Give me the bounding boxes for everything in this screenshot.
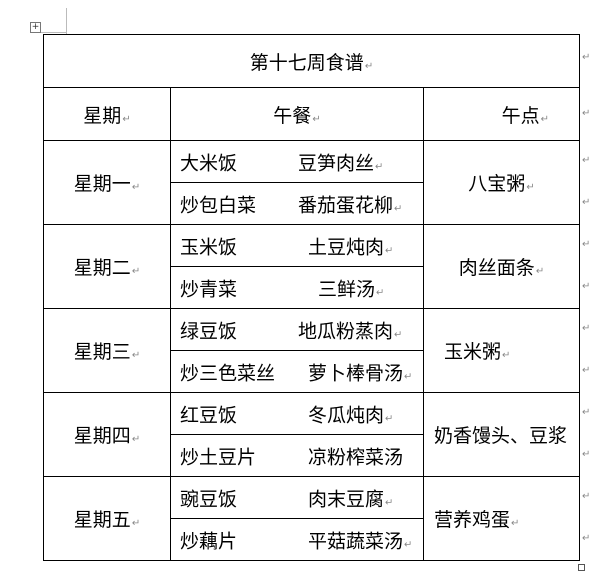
cell-end-mark-icon: ↵ <box>540 113 549 125</box>
header-day[interactable]: 星期↵ <box>43 87 171 141</box>
row-end-mark-icon: ↵ <box>582 155 591 166</box>
row-end-mark-icon: ↵ <box>582 449 591 460</box>
side-dish: 炒三色菜丝 <box>180 362 276 384</box>
side-dish: 炒土豆片 <box>180 446 257 468</box>
row-end-mark-icon: ↵ <box>582 239 591 250</box>
staple-dish: 绿豆饭 <box>180 320 238 342</box>
row-end-mark-icon: ↵ <box>582 533 591 544</box>
cell-end-mark-icon: ↵ <box>404 371 413 382</box>
header-snack[interactable]: 午点↵ <box>423 87 580 141</box>
lunch-cell[interactable]: 玉米饭 土豆炖肉↵ <box>170 224 424 267</box>
cell-end-mark-icon: ↵ <box>364 60 374 72</box>
lunch-cell[interactable]: 炒三色菜丝 萝卜棒骨汤↵ <box>170 350 424 393</box>
lunch-cell[interactable]: 炒包白菜 番茄蛋花柳↵ <box>170 182 424 225</box>
margin-guide-horizontal <box>41 32 67 33</box>
soup-dish: 平菇蔬菜汤↵ <box>308 530 413 552</box>
lunch-cell[interactable]: 大米饭 豆笋肉丝↵ <box>170 140 424 183</box>
main-dish: 豆笋肉丝↵ <box>298 152 384 174</box>
lunch-cell[interactable]: 炒土豆片 凉粉榨菜汤 <box>170 434 424 477</box>
cell-end-mark-icon: ↵ <box>511 518 520 529</box>
staple-dish: 红豆饭 <box>180 404 238 426</box>
snack-cell[interactable]: 八宝粥↵ <box>423 140 580 225</box>
header-lunch[interactable]: 午餐↵ <box>170 87 424 141</box>
menu-table: 第十七周食谱↵ 星期↵ 午餐↵ 午点↵ 星期一↵ 大米饭 豆笋肉丝↵ 八宝粥↵ … <box>43 34 580 561</box>
cell-end-mark-icon: ↵ <box>385 245 394 256</box>
soup-dish: 凉粉榨菜汤 <box>308 446 404 468</box>
margin-guide-vertical <box>66 8 67 34</box>
staple-dish: 玉米饭 <box>180 236 238 258</box>
cell-end-mark-icon: ↵ <box>131 266 141 277</box>
cell-end-mark-icon: ↵ <box>131 518 141 529</box>
snack-cell[interactable]: 肉丝面条↵ <box>423 224 580 309</box>
cell-end-mark-icon: ↵ <box>385 413 394 424</box>
main-dish: 冬瓜炖肉↵ <box>308 404 394 426</box>
row-end-mark-icon: ↵ <box>582 197 591 208</box>
soup-dish: 番茄蛋花柳↵ <box>298 194 403 216</box>
row-end-mark-icon: ↵ <box>582 365 591 376</box>
soup-dish: 三鲜汤↵ <box>318 278 385 300</box>
cell-end-mark-icon: ↵ <box>131 350 141 361</box>
day-cell[interactable]: 星期五↵ <box>43 476 171 561</box>
row-end-mark-icon: ↵ <box>582 52 591 63</box>
day-cell[interactable]: 星期三↵ <box>43 308 171 393</box>
cell-end-mark-icon: ↵ <box>131 434 141 445</box>
side-dish: 炒藕片 <box>180 530 238 552</box>
lunch-cell[interactable]: 炒青菜 三鲜汤↵ <box>170 266 424 309</box>
row-end-mark-icon: ↵ <box>582 491 591 502</box>
lunch-cell[interactable]: 红豆饭 冬瓜炖肉↵ <box>170 392 424 435</box>
cell-end-mark-icon: ↵ <box>122 113 131 125</box>
day-cell[interactable]: 星期二↵ <box>43 224 171 309</box>
cell-end-mark-icon: ↵ <box>131 182 141 193</box>
side-dish: 炒青菜 <box>180 278 238 300</box>
row-end-mark-icon: ↵ <box>582 281 591 292</box>
lunch-cell[interactable]: 绿豆饭 地瓜粉蒸肉↵ <box>170 308 424 351</box>
snack-cell[interactable]: 玉米粥↵ <box>423 308 580 393</box>
staple-dish: 大米饭 <box>180 152 238 174</box>
staple-dish: 豌豆饭 <box>180 488 238 510</box>
row-end-mark-icon: ↵ <box>582 407 591 418</box>
table-resize-icon[interactable] <box>578 564 585 571</box>
side-dish: 炒包白菜 <box>180 194 257 216</box>
cell-end-mark-icon: ↵ <box>404 539 413 550</box>
cell-end-mark-icon: ↵ <box>502 350 511 361</box>
main-dish: 肉末豆腐↵ <box>308 488 394 510</box>
table-title-text: 第十七周食谱 <box>249 51 364 74</box>
cell-end-mark-icon: ↵ <box>394 329 403 340</box>
cell-end-mark-icon: ↵ <box>312 113 321 125</box>
table-move-icon[interactable]: + <box>30 22 41 33</box>
day-cell[interactable]: 星期四↵ <box>43 392 171 477</box>
table-title[interactable]: 第十七周食谱↵ <box>43 34 580 88</box>
day-cell[interactable]: 星期一↵ <box>43 140 171 225</box>
main-dish: 土豆炖肉↵ <box>308 236 394 258</box>
row-end-mark-icon: ↵ <box>582 108 591 119</box>
soup-dish: 萝卜棒骨汤↵ <box>308 362 413 384</box>
snack-cell[interactable]: 营养鸡蛋↵ <box>423 476 580 561</box>
snack-cell[interactable]: 奶香馒头、豆浆 <box>423 392 580 477</box>
cell-end-mark-icon: ↵ <box>376 287 385 298</box>
cell-end-mark-icon: ↵ <box>535 266 545 277</box>
lunch-cell[interactable]: 豌豆饭 肉末豆腐↵ <box>170 476 424 519</box>
cell-end-mark-icon: ↵ <box>385 497 394 508</box>
cell-end-mark-icon: ↵ <box>526 182 535 193</box>
lunch-cell[interactable]: 炒藕片 平菇蔬菜汤↵ <box>170 518 424 561</box>
row-end-mark-icon: ↵ <box>582 323 591 334</box>
main-dish: 地瓜粉蒸肉↵ <box>298 320 403 342</box>
cell-end-mark-icon: ↵ <box>394 203 403 214</box>
cell-end-mark-icon: ↵ <box>375 161 384 172</box>
